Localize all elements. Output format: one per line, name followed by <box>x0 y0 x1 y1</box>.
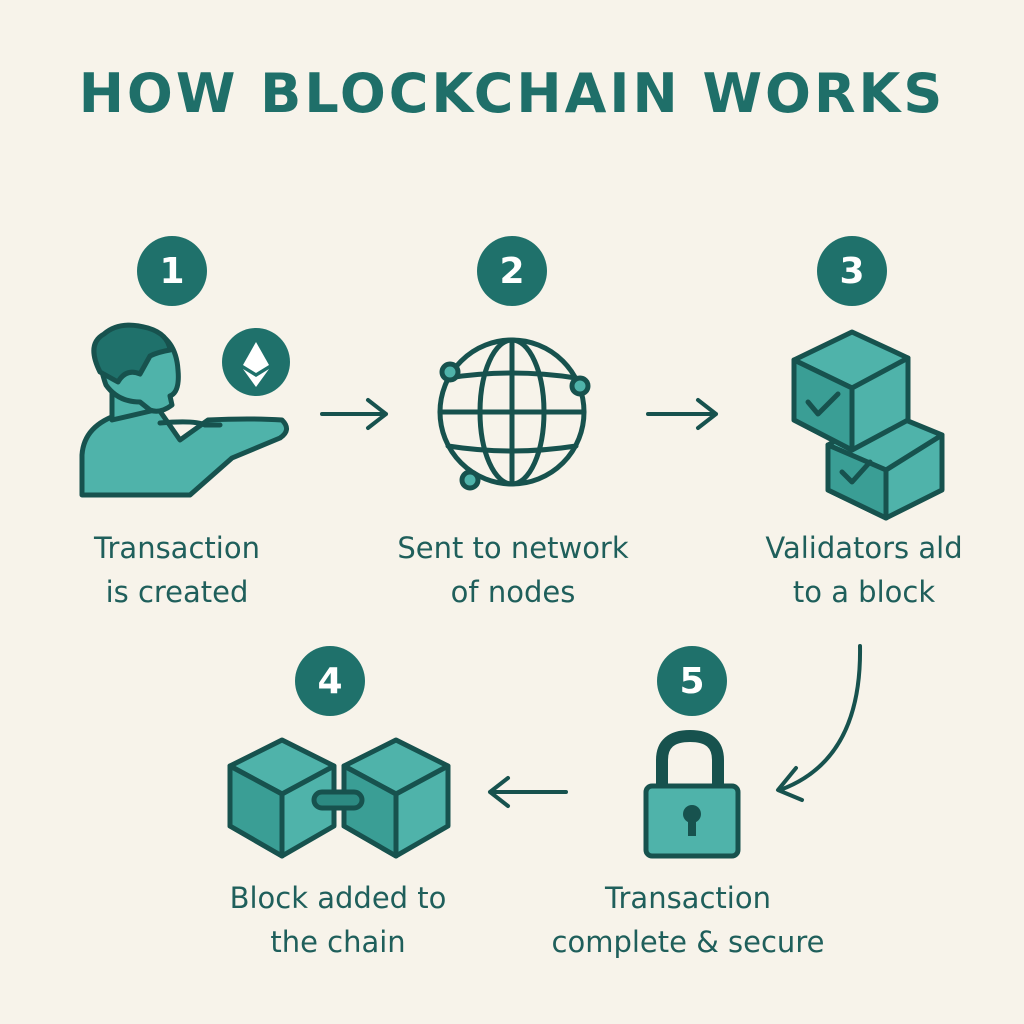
step-1-caption-line1: Transaction <box>94 531 260 565</box>
step-2-caption-line1: Sent to network <box>397 531 629 565</box>
step-2-badge: 2 <box>477 236 547 306</box>
step-2-caption: Sent to network of nodes <box>363 526 663 614</box>
step-3-caption-line1: Validators ald <box>765 531 963 565</box>
step-2-caption-line2: of nodes <box>450 575 576 609</box>
arrow-left-icon <box>488 776 568 808</box>
chained-blocks-icon <box>227 737 451 859</box>
step-4-caption-line1: Block added to <box>229 881 447 915</box>
padlock-icon <box>643 730 741 859</box>
step-5-caption: Transaction complete & secure <box>538 876 838 964</box>
arrow-right-icon <box>646 398 718 430</box>
step-5-badge: 5 <box>657 646 727 716</box>
step-4-caption-line2: the chain <box>270 925 406 959</box>
page-title: HOW BLOCKCHAIN WORKS <box>78 62 946 125</box>
step-4-caption: Block added to the chain <box>188 876 488 964</box>
step-1-caption-line2: is created <box>105 575 249 609</box>
step-3-caption: Validators ald to a block <box>714 526 1014 614</box>
step-4-badge: 4 <box>295 646 365 716</box>
step-1-badge: 1 <box>137 236 207 306</box>
curved-arrow-icon <box>776 644 863 802</box>
step-5-caption-line1: Transaction <box>605 881 771 915</box>
validated-blocks-icon <box>791 329 945 521</box>
arrow-right-icon <box>320 398 388 430</box>
step-3-caption-line2: to a block <box>792 575 936 609</box>
step-3-badge: 3 <box>817 236 887 306</box>
step-1-caption: Transaction is created <box>27 526 327 614</box>
step-5-caption-line2: complete & secure <box>551 925 825 959</box>
person-with-ethereum-icon <box>79 322 290 498</box>
globe-network-icon <box>437 337 591 491</box>
